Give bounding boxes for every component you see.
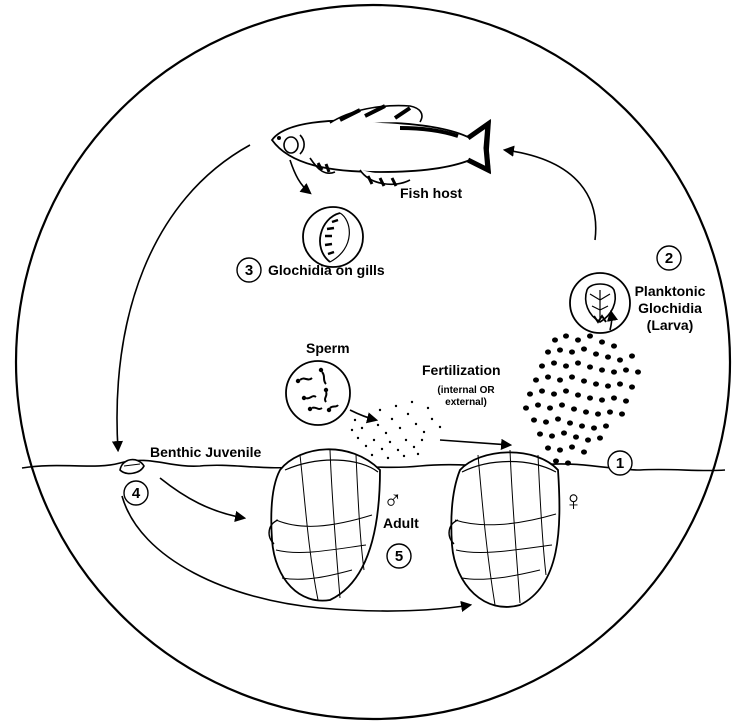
glochidia-on-gills-label: Glochidia on gills bbox=[268, 262, 385, 278]
sperm-label: Sperm bbox=[306, 340, 350, 356]
arrow-fish-to-juvenile bbox=[117, 145, 250, 450]
arrow-cloud-to-female bbox=[440, 440, 510, 445]
step-3-number: 3 bbox=[245, 262, 253, 279]
planktonic-larva-illustration bbox=[570, 273, 630, 333]
adult-male-mussel bbox=[269, 449, 380, 600]
sperm-illustration bbox=[286, 361, 350, 425]
arrow-sperm-to-cloud bbox=[350, 410, 376, 420]
fish-host-label: Fish host bbox=[400, 185, 463, 201]
step-4-number: 4 bbox=[132, 485, 141, 502]
fertilization-note-line1: (internal OR bbox=[437, 385, 495, 396]
adult-female-mussel bbox=[449, 450, 559, 607]
planktonic-label-line2: Glochidia bbox=[638, 300, 702, 316]
fertilization-note-line2: external) bbox=[445, 397, 487, 408]
step-2-number: 2 bbox=[665, 250, 673, 267]
step-5-number: 5 bbox=[395, 548, 403, 565]
arrow-larva-to-fish bbox=[505, 150, 596, 240]
benthic-juvenile-label: Benthic Juvenile bbox=[150, 444, 261, 460]
step-1-number: 1 bbox=[616, 455, 624, 472]
female-symbol: ♀ bbox=[563, 485, 584, 516]
fish-host-illustration bbox=[272, 106, 490, 186]
adult-label: Adult bbox=[383, 515, 419, 531]
glochidia-on-gills-illustration bbox=[303, 207, 363, 267]
fertilization-label: Fertilization bbox=[422, 362, 501, 378]
planktonic-label-line1: Planktonic bbox=[635, 283, 706, 299]
egg-cluster bbox=[523, 333, 641, 465]
planktonic-label-line3: (Larva) bbox=[647, 317, 694, 333]
arrow-juvenile-to-male-adult bbox=[160, 478, 244, 518]
male-symbol: ♂ bbox=[383, 484, 403, 514]
sperm-cloud bbox=[351, 401, 441, 459]
arrow-gills-to-fish-eye bbox=[290, 160, 310, 193]
